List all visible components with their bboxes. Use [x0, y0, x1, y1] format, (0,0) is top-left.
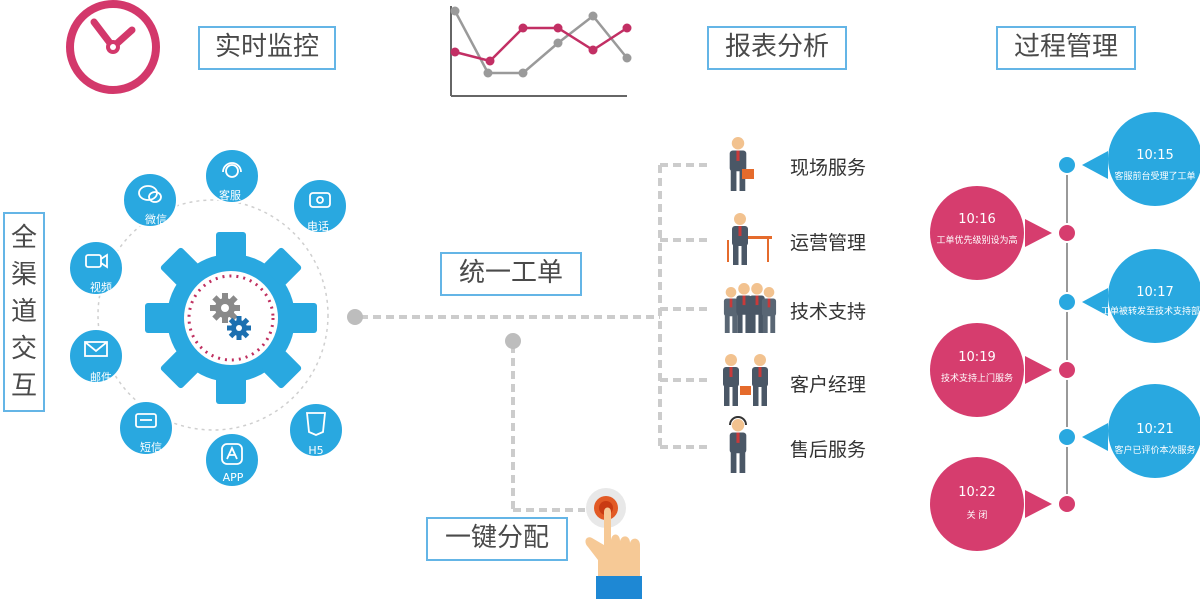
side-char: 全 [10, 222, 37, 253]
timeline-time: 10:15 [1136, 148, 1174, 163]
one-click-assign-label: 一键分配 [426, 517, 568, 561]
timeline-time: 10:19 [958, 350, 996, 365]
timeline-text: 工单优先级别设为高 [936, 236, 1018, 246]
connector-node-assign [505, 333, 521, 349]
timeline-dot [1057, 223, 1077, 243]
timeline-time: 10:17 [1136, 285, 1174, 300]
line-chart-icon [450, 6, 632, 97]
timeline-text: 关 闭 [966, 511, 988, 521]
timeline-bubble [1082, 249, 1200, 343]
video-icon [68, 240, 124, 296]
role-label-operations: 运营管理 [790, 232, 867, 254]
unified-ticket-label: 统一工单 [440, 252, 582, 296]
side-char: 交 [10, 333, 37, 364]
side-char: 互 [10, 370, 37, 401]
timeline-time: 10:16 [958, 212, 996, 227]
connector-node-left [347, 309, 363, 325]
realtime-monitor-label: 实时监控 [198, 26, 336, 70]
timeline-bubble [930, 457, 1052, 551]
timeline-time: 10:21 [1136, 422, 1174, 437]
tech-team-icon [723, 283, 777, 333]
process-management-label: 过程管理 [996, 26, 1136, 70]
timeline-bubble [930, 186, 1052, 280]
channel-label-mail: 邮件 [90, 371, 112, 384]
mail-icon [68, 328, 124, 384]
sms-icon [118, 400, 174, 456]
timeline-text: 客服前台受理了工单 [1114, 172, 1196, 182]
after-sales-headset-person-icon [729, 416, 747, 473]
timeline-dot [1057, 427, 1077, 447]
channel-label-wechat: 微信 [145, 213, 167, 226]
timeline-dot [1057, 292, 1077, 312]
timeline-text: 客户已评价本次服务 [1114, 446, 1196, 456]
role-label-account-manager: 客户经理 [790, 374, 867, 396]
timeline-dot [1057, 360, 1077, 380]
app-icon [204, 432, 260, 488]
timeline-bubble [930, 323, 1052, 417]
omnichannel-interaction-label: 全 渠 道 交 互 [3, 212, 45, 412]
role-label-after-sales: 售后服务 [790, 439, 867, 461]
channel-label-sms: 短信 [140, 441, 162, 454]
handshake-icon [723, 354, 768, 406]
timeline-text: 工单被转发至技术支持部门 [1100, 307, 1200, 317]
channel-label-phone: 电话 [307, 220, 329, 233]
timeline-time: 10:22 [958, 485, 996, 500]
role-label-field-service: 现场服务 [790, 157, 867, 179]
hand-press-icon [585, 488, 642, 599]
channel-label-h5: H5 [308, 444, 324, 457]
side-char: 渠 [10, 259, 37, 290]
report-analysis-label: 报表分析 [707, 26, 847, 70]
timeline-text: 技术支持上门服务 [940, 374, 1013, 384]
connector-lines [360, 163, 712, 512]
timeline-bubble [1082, 384, 1200, 478]
timeline-bubble [1082, 112, 1200, 206]
timeline-dot [1057, 494, 1077, 514]
phone-icon [292, 178, 348, 234]
channel-label-app: APP [222, 471, 244, 484]
html5-icon [288, 402, 344, 458]
gear-icon [145, 232, 317, 404]
headset-icon [204, 148, 260, 204]
wechat-icon [122, 172, 178, 228]
channel-ring [97, 199, 329, 431]
channel-label-video: 视频 [90, 281, 112, 294]
role-label-tech-support: 技术支持 [790, 301, 867, 323]
channel-label-headset: 客服 [219, 189, 241, 202]
side-char: 道 [10, 296, 37, 327]
timeline-dot [1057, 155, 1077, 175]
clock-icon [66, 0, 160, 94]
field-service-person-icon [729, 137, 754, 191]
operations-desk-icon [727, 213, 772, 265]
